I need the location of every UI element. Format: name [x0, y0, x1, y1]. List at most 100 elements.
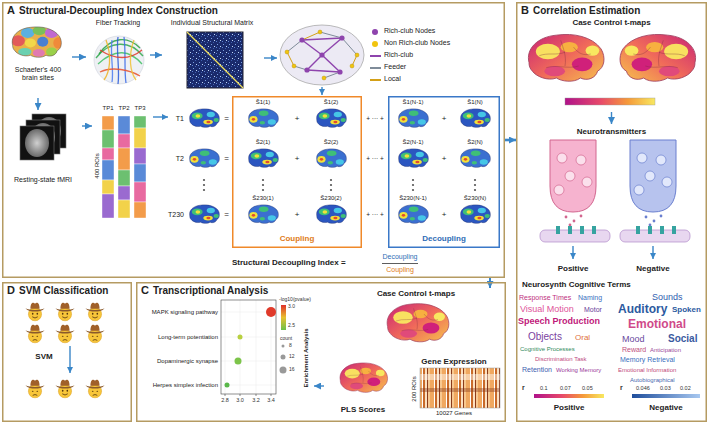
synapse [634, 153, 672, 195]
node-label: Resting-state fMRI [14, 176, 72, 184]
roi-timeseries [134, 148, 146, 164]
node-label: 200 ROIs [411, 376, 418, 401]
operator: + [442, 154, 447, 163]
roi-timeseries [102, 116, 114, 130]
node-label: Decoupling [422, 234, 466, 243]
fraction-bar [382, 263, 418, 264]
synapse [540, 230, 610, 242]
connectivity-matrix [187, 32, 243, 88]
synapse [662, 177, 672, 187]
synapse [648, 226, 652, 234]
synapse [554, 153, 592, 195]
synapse [550, 140, 596, 212]
row-label: T2 [176, 155, 184, 163]
axis-category: Herpes simplex infection [153, 382, 218, 389]
tick-label: 3.4 [267, 397, 275, 403]
panel-letter: A [7, 4, 15, 17]
legend-item: Local [368, 75, 468, 86]
node-label: Coupling [280, 234, 315, 243]
svm-faces [25, 380, 44, 398]
fmri-slices [25, 129, 49, 157]
svm-faces [85, 380, 104, 398]
vertical-ellipsis [262, 179, 264, 181]
rich-club-graph [337, 69, 342, 74]
rich-club-graph [355, 53, 359, 57]
legend-swatch [372, 41, 378, 47]
enrichment-plot [266, 307, 276, 317]
synapse [660, 226, 664, 234]
synapse [620, 230, 690, 242]
legend-text: Feeder [384, 63, 406, 71]
synapse [565, 216, 568, 219]
synapse [565, 215, 583, 227]
synapse [645, 215, 663, 227]
roi-timeseries [118, 170, 130, 186]
cloud-word: Response Times [519, 294, 571, 302]
synapse [634, 185, 644, 195]
node-label: Case Control t-maps [377, 289, 455, 298]
tick-label: 12 [289, 354, 295, 360]
operator: + ··· + [366, 211, 384, 218]
synapse [636, 226, 640, 234]
rich-club-graph [307, 55, 322, 70]
cloud-word: Emotional [628, 318, 686, 332]
fiber-tracts [100, 69, 140, 76]
tmap-brains [522, 30, 608, 90]
cloud-word: Motor [584, 306, 602, 314]
node-label: TP1 [102, 105, 113, 112]
tick-label: 3.0 [288, 304, 295, 310]
roi-timeseries [134, 164, 146, 182]
enrichment-plot [240, 394, 241, 396]
enrichment-plot [221, 337, 276, 338]
scale-value: 0.1 [540, 385, 548, 391]
panel-letter: B [521, 4, 529, 17]
fiber-tracts [96, 44, 143, 58]
rich-club-graph [339, 35, 344, 40]
legend-item: Feeder [368, 63, 468, 74]
method-label: SVM [35, 352, 52, 361]
operator: = [224, 210, 229, 219]
legend-text: Local [384, 75, 401, 83]
synapse [573, 220, 576, 223]
roi-timeseries [102, 116, 146, 218]
enrichment-plot [225, 300, 226, 394]
atlas-group: Schaefer's 400 brain sites [4, 22, 72, 98]
enrichment-plot [256, 300, 257, 394]
synapse [576, 155, 586, 165]
fraction-term: Decoupling [382, 253, 417, 261]
term-label: S̃1(1) [256, 99, 271, 106]
enrichment-plot [280, 367, 287, 374]
cloud-word: Sounds [652, 292, 683, 302]
roi-timeseries [118, 116, 130, 134]
cloud-word: Auditory [618, 303, 667, 317]
axis-category: Long-term potentiation [158, 334, 218, 341]
panel-title: Transcriptional Analysis [153, 285, 268, 297]
operator: + [442, 210, 447, 219]
fiber-tracts [100, 50, 142, 58]
term-label: S̃2(N) [467, 139, 483, 146]
sign-label: Negative [649, 403, 682, 412]
synapse [637, 153, 647, 163]
vertical-ellipsis [203, 179, 205, 181]
tick-label: 2.5 [288, 323, 295, 329]
decomposition-brains [458, 107, 492, 131]
correlation-bars [534, 394, 700, 398]
flow-arrow [37, 98, 38, 110]
formula-label: Structural Decoupling Index = [232, 258, 346, 267]
axis-category: Dopaminergic synapse [157, 358, 218, 365]
panel-title: Structural-Decoupling Index Construction [19, 5, 218, 17]
neurotransmitter-group: Neurotransmitters [519, 124, 704, 262]
decomposition-brains [187, 203, 221, 227]
rich-club-graph [299, 35, 344, 74]
node-label: 400 ROIs [94, 153, 101, 178]
roi-timeseries [134, 116, 146, 128]
scale-value: 0.046 [636, 385, 650, 391]
node-label: TP2 [118, 105, 129, 112]
enrichment-plot [221, 361, 276, 362]
panel-title: SVM Classification [19, 285, 108, 297]
legend-line-samples [370, 79, 381, 81]
rich-club-graph [292, 64, 296, 68]
legend-text: Rich-club [384, 51, 413, 59]
enrichment-plot [235, 358, 242, 365]
